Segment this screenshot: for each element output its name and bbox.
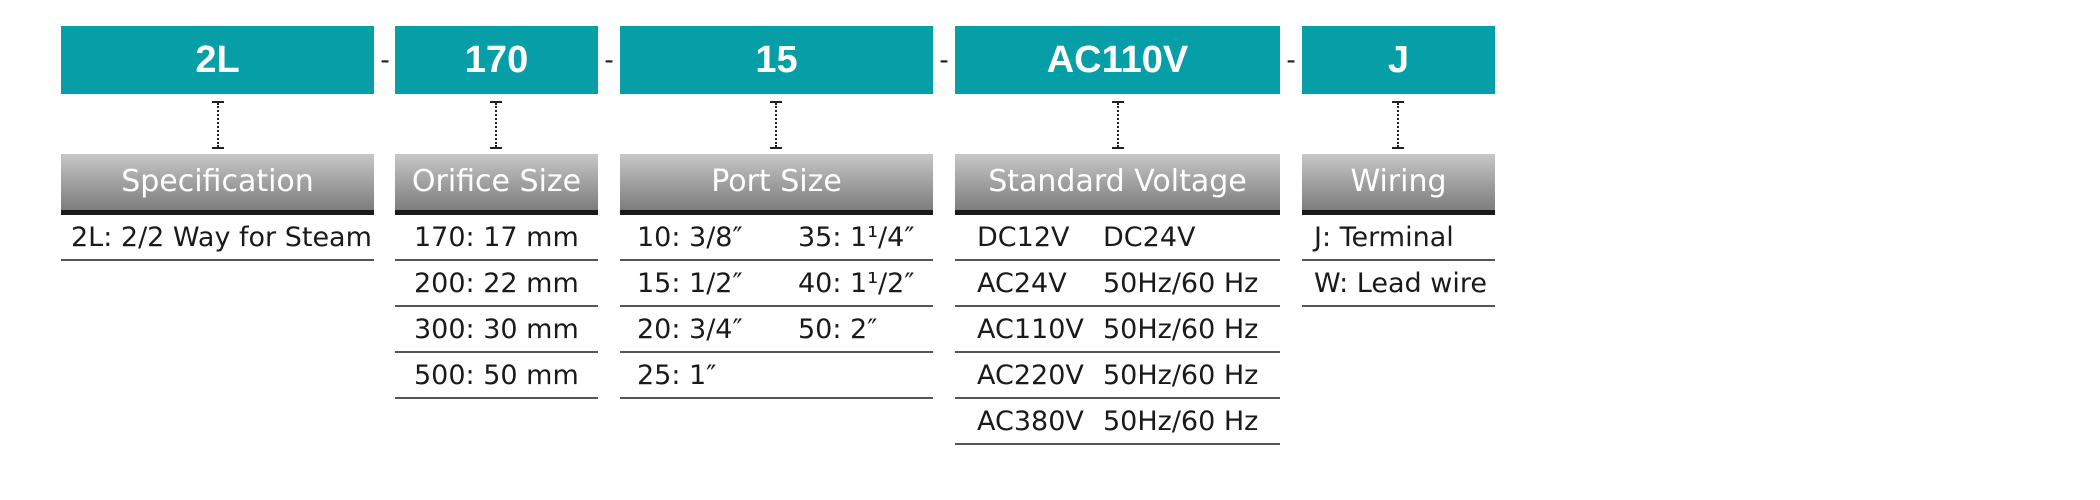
table-row: AC380V 50Hz/60 Hz xyxy=(955,399,1280,445)
row-text: AC24V xyxy=(977,268,1067,299)
row-text: AC110V xyxy=(977,314,1084,345)
table-row: 500: 50 mm xyxy=(395,353,598,399)
code-orifice: 170 xyxy=(395,26,598,94)
connector-voltage xyxy=(1112,101,1124,149)
table-row: J: Terminal xyxy=(1302,215,1495,261)
code-specification: 2L xyxy=(61,26,374,94)
table-row: DC12V DC24V xyxy=(955,215,1280,261)
row-text: 50Hz/60 Hz xyxy=(1103,406,1259,437)
separator-dash: - xyxy=(939,44,949,75)
connector-port xyxy=(770,101,782,149)
table-row: AC24V 50Hz/60 Hz xyxy=(955,261,1280,307)
table-row: 10: 3/8″ 35: 1¹/4″ xyxy=(620,215,933,261)
row-text: 35: 1¹/4″ xyxy=(798,222,915,253)
table-row: 25: 1″ xyxy=(620,353,933,399)
table-row: AC110V 50Hz/60 Hz xyxy=(955,307,1280,353)
table-row: 200: 22 mm xyxy=(395,261,598,307)
row-text: 50Hz/60 Hz xyxy=(1103,360,1259,391)
row-text: DC12V xyxy=(977,222,1070,253)
row-text: 50Hz/60 Hz xyxy=(1103,268,1259,299)
separator-dash: - xyxy=(604,44,614,75)
row-text: 50Hz/60 Hz xyxy=(1103,314,1259,345)
row-text: 2L: 2/2 Way for Steam xyxy=(71,222,372,253)
header-specification: Specification xyxy=(61,154,374,215)
row-text: AC380V xyxy=(977,406,1084,437)
row-text: AC220V xyxy=(977,360,1084,391)
row-text: J: Terminal xyxy=(1314,222,1454,253)
table-row: 20: 3/4″ 50: 2″ xyxy=(620,307,933,353)
table-row: 300: 30 mm xyxy=(395,307,598,353)
row-text: 20: 3/4″ xyxy=(637,314,743,345)
row-text: 15: 1/2″ xyxy=(637,268,743,299)
row-text: DC24V xyxy=(1103,222,1196,253)
table-row: 2L: 2/2 Way for Steam xyxy=(61,215,374,261)
separator-dash: - xyxy=(380,44,390,75)
header-wiring: Wiring xyxy=(1302,154,1495,215)
connector-wiring xyxy=(1392,101,1404,149)
row-text: 25: 1″ xyxy=(637,360,717,391)
row-text: 40: 1¹/2″ xyxy=(798,268,915,299)
row-text: 50: 2″ xyxy=(798,314,878,345)
table-row: 15: 1/2″ 40: 1¹/2″ xyxy=(620,261,933,307)
row-text: 500: 50 mm xyxy=(414,360,579,391)
row-text: 10: 3/8″ xyxy=(637,222,743,253)
header-port: Port Size xyxy=(620,154,933,215)
table-row: W: Lead wire xyxy=(1302,261,1495,307)
row-text: 170: 17 mm xyxy=(414,222,579,253)
table-row: 170: 17 mm xyxy=(395,215,598,261)
header-orifice: Orifice Size xyxy=(395,154,598,215)
code-voltage: AC110V xyxy=(955,26,1280,94)
row-text: 200: 22 mm xyxy=(414,268,579,299)
code-port: 15 xyxy=(620,26,933,94)
row-text: 300: 30 mm xyxy=(414,314,579,345)
connector-orifice xyxy=(490,101,502,149)
connector-specification xyxy=(212,101,224,149)
header-voltage: Standard Voltage xyxy=(955,154,1280,215)
code-wiring: J xyxy=(1302,26,1495,94)
separator-dash: - xyxy=(1286,44,1296,75)
row-text: W: Lead wire xyxy=(1314,268,1487,299)
table-row: AC220V 50Hz/60 Hz xyxy=(955,353,1280,399)
